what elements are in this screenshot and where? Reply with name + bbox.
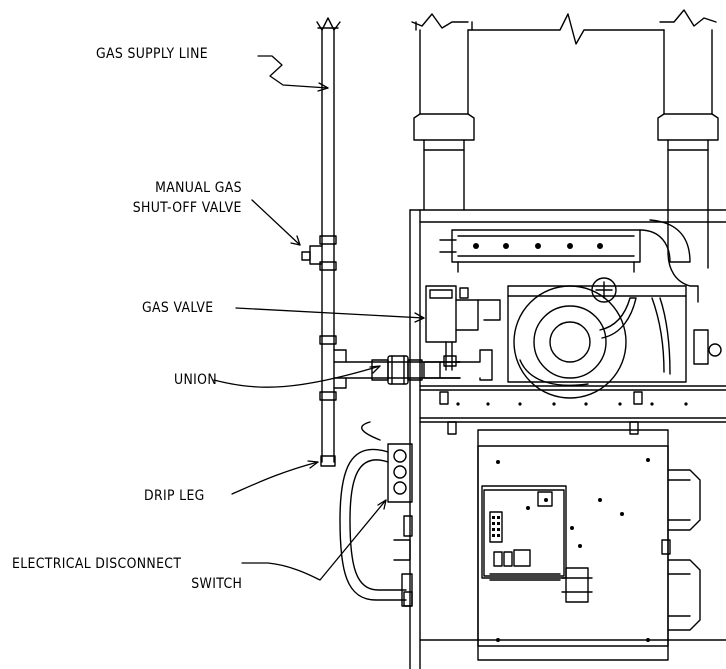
inducer-blower xyxy=(507,209,722,399)
label-electrical-disconnect-line2: SWITCH xyxy=(191,576,242,592)
label-gas-supply-line: GAS SUPPLY LINE xyxy=(96,46,209,62)
label-electrical-disconnect-line1: ELECTRICAL DISCONNECT xyxy=(12,556,182,572)
label-manual-gas-valve-line2: SHUT-OFF VALVE xyxy=(133,200,242,216)
label-gas-valve: GAS VALVE xyxy=(142,300,214,316)
leader-lines xyxy=(213,55,425,581)
furnace-cabinet xyxy=(409,209,726,669)
right-side-fittings xyxy=(661,469,701,631)
burner-assembly xyxy=(439,219,691,273)
control-board xyxy=(477,429,669,661)
left-wall-detail xyxy=(403,515,413,607)
label-drip-leg: DRIP LEG xyxy=(144,488,205,504)
gas-supply-pipe xyxy=(301,17,461,467)
vent-pipes xyxy=(411,9,719,211)
label-union: UNION xyxy=(174,372,217,388)
gas-valve xyxy=(425,285,501,381)
electrical-disconnect xyxy=(339,421,413,607)
label-manual-gas-valve-line1: MANUAL GAS xyxy=(155,180,242,196)
